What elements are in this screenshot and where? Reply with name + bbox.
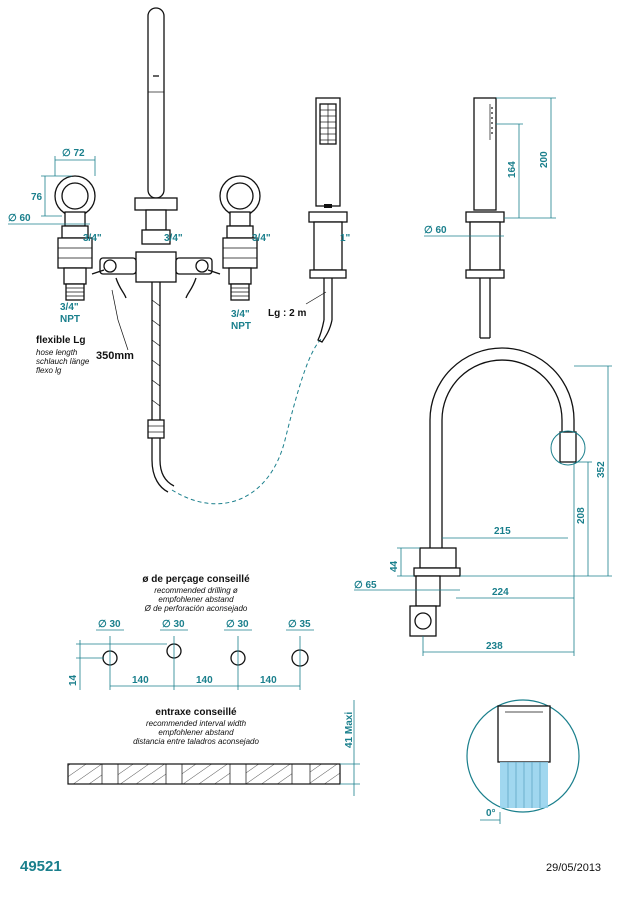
hose-length-label: Lg : 2 m: [268, 308, 306, 319]
manifold-body: [135, 251, 177, 283]
left-valve: [54, 175, 96, 301]
dim-352: 352: [596, 461, 607, 478]
drill-title: ø de perçage conseillé: [142, 574, 250, 585]
thread-34b: 3/4": [164, 233, 183, 244]
dim-215: 215: [494, 526, 511, 537]
right-handle-inner: [226, 182, 254, 210]
npt2a: 3/4": [231, 309, 250, 320]
hose-curve-inner: [151, 438, 169, 493]
right-valve-body: [222, 237, 258, 269]
hose-dashed-path: [171, 337, 323, 505]
spout-base: [134, 197, 178, 211]
shower-hose-end: [317, 319, 333, 343]
spout-stem: [145, 209, 167, 231]
interval-section: entraxe conseillé recommended interval w…: [67, 700, 360, 796]
interval-line1: recommended interval width: [146, 719, 247, 728]
npt1b: NPT: [60, 314, 80, 325]
hole-d30c: ∅ 30: [226, 619, 249, 630]
right-valve: 3/4" 3/4" NPT: [219, 175, 271, 332]
shower-holder-top: [308, 211, 348, 223]
flex-line2: schlauch länge: [36, 357, 90, 366]
left-valve-nut: [63, 267, 87, 285]
thread-34c: 3/4": [252, 233, 271, 244]
interval-line3: distancia entre taladros aconsejado: [133, 737, 259, 746]
interval-line2: empfohlener abstand: [158, 728, 234, 737]
drill-line1: recommended drilling ø: [154, 586, 238, 595]
manifold-left-arm: [99, 257, 137, 275]
left-valve-dimensions: ∅ 72 76 ∅ 60 3/4" 3/4" NPT: [8, 148, 102, 325]
dim-224: 224: [492, 587, 509, 598]
center-hose: [147, 282, 175, 493]
drill-line3: Ø de perforación aconsejado: [144, 604, 248, 613]
spacing-140b: 140: [196, 675, 213, 686]
flex-line1: hose length: [36, 348, 78, 357]
npt1a: 3/4": [60, 302, 79, 313]
manifold-right-arm: [175, 257, 213, 275]
shower-side-holder: [469, 221, 501, 271]
spacing-140a: 140: [132, 675, 149, 686]
spout-profile: 352 208 215 44 ∅ 65 224 238: [354, 347, 612, 656]
dim-d60a: ∅ 60: [8, 213, 31, 224]
flex-350mm: 350mm: [96, 350, 134, 362]
dim-d72: ∅ 72: [62, 148, 85, 159]
detail-outlet-body: [497, 705, 551, 763]
dim-14: 14: [68, 674, 79, 686]
hand-shower-front: 1" Lg : 2 m: [268, 97, 351, 343]
angle-zero: 0°: [486, 808, 496, 819]
flex-title: flexible Lg: [36, 335, 85, 346]
spout-arc-outer: [429, 347, 575, 556]
shower-holder-body: [313, 221, 343, 271]
thread-34a: 3/4": [83, 233, 102, 244]
dim-44: 44: [389, 560, 400, 572]
spout-outlet: [559, 431, 577, 463]
dim-d60b: ∅ 60: [424, 225, 447, 236]
hole-d35: ∅ 35: [288, 619, 311, 630]
shower-side-handle: [473, 97, 497, 211]
spacing-140c: 140: [260, 675, 277, 686]
dim-208: 208: [576, 507, 587, 524]
spout-pipe: [147, 7, 165, 199]
spout-collar: [141, 229, 171, 245]
document-date: 29/05/2013: [546, 862, 602, 874]
dim-164: 164: [507, 161, 518, 178]
left-connector: [115, 277, 127, 299]
hole-d30b: ∅ 30: [162, 619, 185, 630]
spout-nut: [415, 575, 441, 607]
dim-200: 200: [539, 151, 550, 168]
hose-fitting: [147, 419, 165, 439]
left-handle-ring: [54, 175, 96, 217]
right-connector: [185, 277, 197, 299]
dim-238: 238: [486, 641, 503, 652]
left-handle-inner: [61, 182, 89, 210]
outlet-detail-circle: [550, 430, 586, 466]
shower-holder-base: [309, 269, 347, 279]
dim-76: 76: [31, 192, 43, 203]
interval-title: entraxe conseillé: [155, 707, 237, 718]
outlet-detail: 0°: [466, 699, 580, 824]
dim-41-maxi: 41 Maxi: [344, 712, 355, 748]
flex-line3: flexo lg: [36, 366, 62, 375]
drilling-section: ø de perçage conseillé recommended drill…: [68, 574, 314, 690]
npt2b: NPT: [231, 321, 251, 332]
center-spout: 3/4": [91, 7, 221, 299]
flexible-length-note: flexible Lg hose length schlauch länge f…: [36, 289, 134, 375]
spout-base-plate: [413, 567, 461, 577]
hand-shower-side: 164 200 ∅ 60: [424, 97, 556, 339]
flex-leader: [111, 289, 129, 351]
spout-thread: [409, 605, 437, 637]
spout-body: [419, 547, 457, 569]
spout-arc-inner: [441, 359, 563, 556]
dim-d65: ∅ 65: [354, 580, 377, 591]
hose-curve-outer: [159, 438, 175, 487]
right-handle-ring: [219, 175, 261, 217]
hole-d30a: ∅ 30: [98, 619, 121, 630]
product-reference: 49521: [20, 858, 62, 875]
thread-1in: 1": [340, 233, 351, 244]
drill-line2: empfohlener abstand: [158, 595, 234, 604]
